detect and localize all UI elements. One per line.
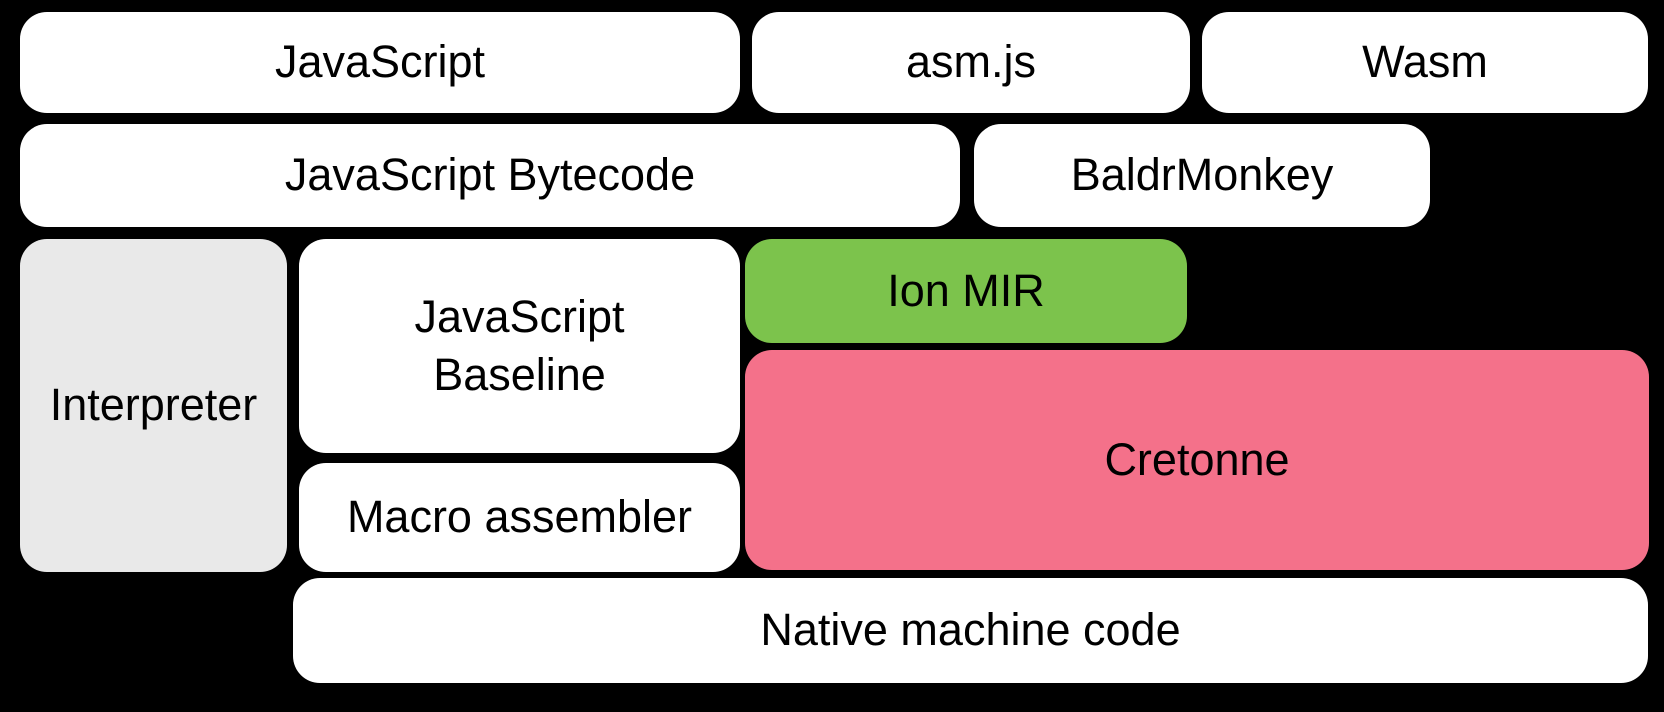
box-label-asmjs: asm.js (905, 36, 1036, 88)
box-javascript: JavaScript (20, 12, 740, 113)
box-label-baldrmonkey: BaldrMonkey (1070, 149, 1334, 201)
box-label-macro-assembler: Macro assembler (346, 491, 693, 543)
box-baldrmonkey: BaldrMonkey (974, 124, 1430, 227)
box-label-ion-mir: Ion MIR (887, 264, 1045, 316)
box-label-js-bytecode: JavaScript Bytecode (284, 149, 696, 201)
box-label-js-baseline: JavaScript Baseline (414, 290, 625, 401)
box-label-native-machine-code: Native machine code (760, 604, 1181, 656)
box-ion-mir: Ion MIR (745, 239, 1187, 343)
box-js-baseline: JavaScript Baseline (299, 239, 740, 453)
box-asmjs: asm.js (752, 12, 1190, 113)
box-wasm: Wasm (1202, 12, 1648, 113)
box-cretonne: Cretonne (745, 350, 1649, 570)
box-interpreter: Interpreter (20, 239, 287, 572)
box-label-interpreter: Interpreter (49, 379, 258, 431)
box-label-javascript: JavaScript (274, 36, 486, 88)
box-macro-assembler: Macro assembler (299, 463, 740, 572)
box-label-cretonne: Cretonne (1104, 433, 1290, 485)
box-native-machine-code: Native machine code (293, 578, 1648, 683)
box-label-wasm: Wasm (1362, 36, 1488, 88)
box-js-bytecode: JavaScript Bytecode (20, 124, 960, 227)
